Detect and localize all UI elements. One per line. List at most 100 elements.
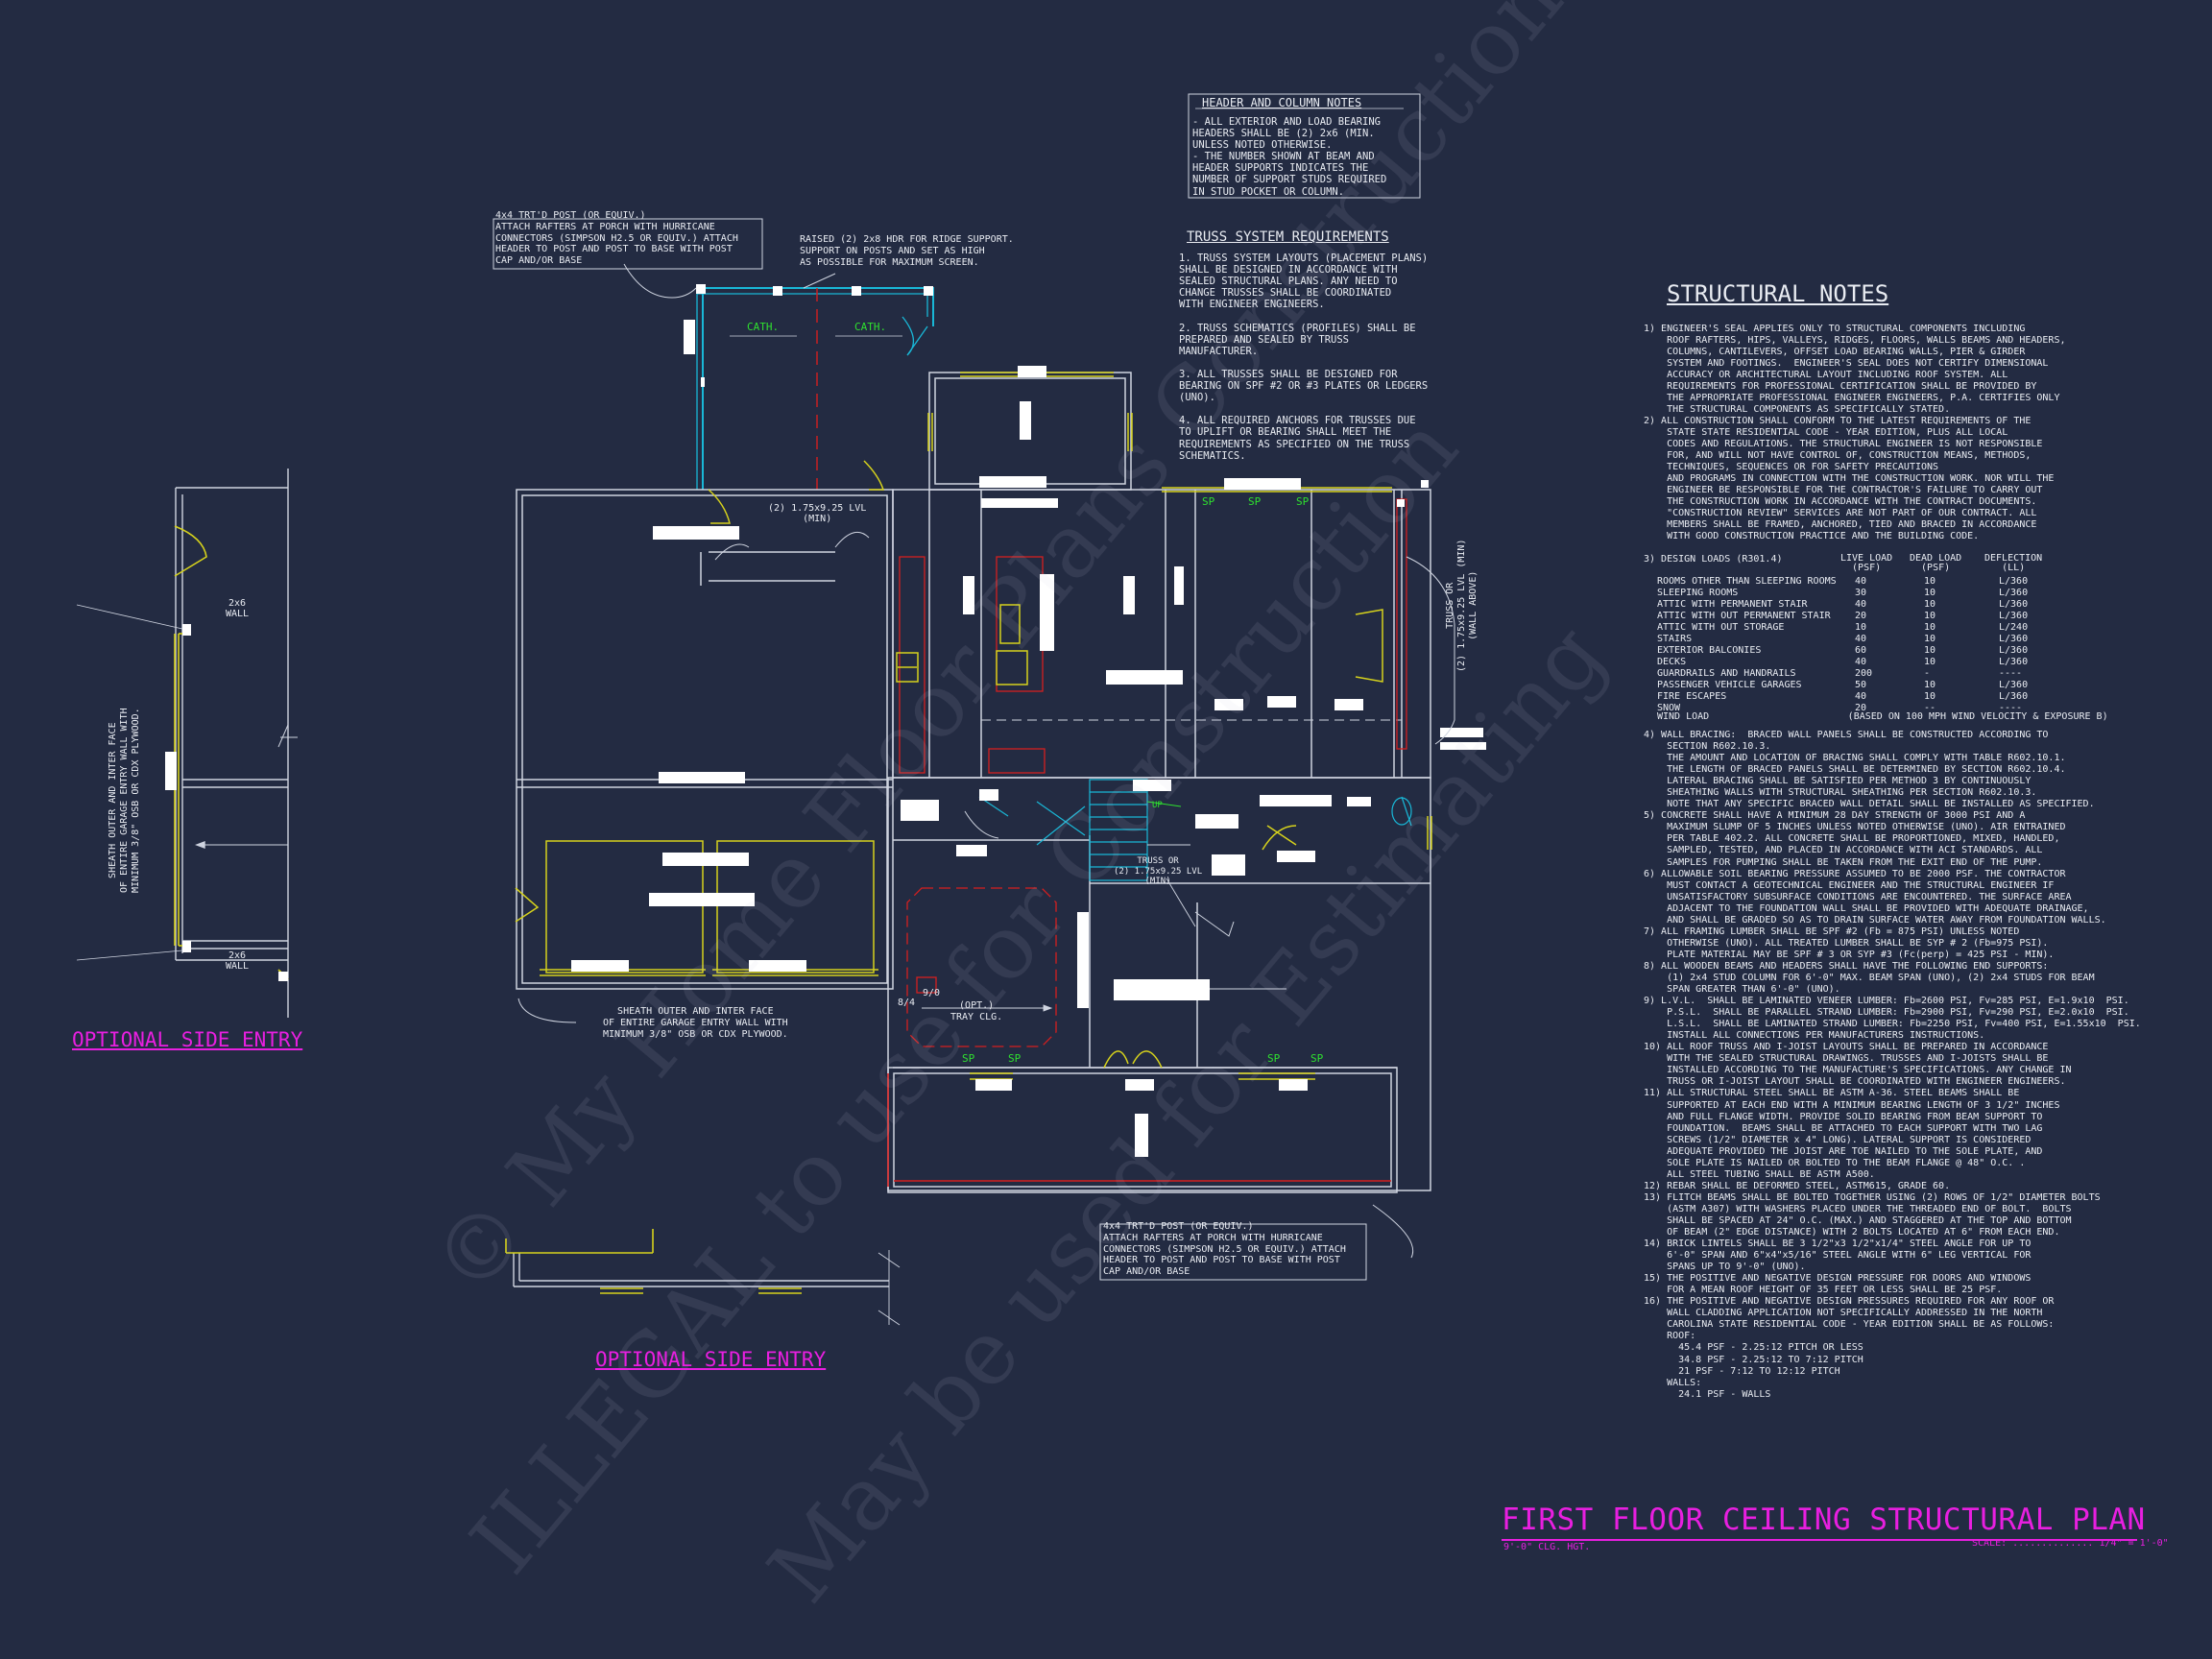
wind-load: WIND LOAD (BASED ON 100 MPH WIND VELOCIT… (1657, 711, 2108, 722)
beam-labels (571, 366, 1486, 1157)
header-column-notes-title: HEADER AND COLUMN NOTES (1202, 96, 1362, 109)
truss-requirement-line: CHANGE TRUSSES SHALL BE COORDINATED (1179, 287, 1392, 300)
structural-note-line: FOR, AND WILL NOT HAVE CONTROL OF, CONST… (1644, 450, 2032, 461)
load-value: 10 (1924, 657, 1936, 667)
truss-requirement-line (1179, 357, 1428, 369)
design-loads-title: 3) DESIGN LOADS (R301.4) (1644, 554, 1783, 565)
load-value: ---- (1999, 703, 2023, 713)
lvl-callout-top: (2) 1.75x9.25 LVL (MIN) (768, 503, 867, 524)
structural-note-line: THE AMOUNT AND LOCATION OF BRACING SHALL… (1644, 753, 2066, 764)
load-value: ---- (1999, 668, 2023, 679)
design-loads-col2-head: DEAD LOAD (PSF) (1910, 553, 1962, 573)
load-value: 10 (1924, 622, 1936, 633)
structural-note-line: ROOF: (1644, 1331, 1696, 1342)
truss-requirement-line: BEARING ON SPF #2 OR #3 PLATES OR LEDGER… (1179, 380, 1429, 393)
structural-note-line: 5) CONCRETE SHALL HAVE A MINIMUM 28 DAY … (1644, 810, 2026, 822)
svg-text:SP: SP (1296, 495, 1310, 508)
structural-note-line: AND PROGRAMS IN CONNECTION WITH THE CONS… (1644, 473, 2055, 484)
load-category: SNOW (1657, 703, 1681, 713)
sheath-callout-side: SHEATH OUTER AND INTER FACE OF ENTIRE GA… (108, 708, 141, 893)
structural-note-line: SAMPLED, TESTED, AND PLACED IN ACCORDANC… (1644, 845, 2043, 856)
load-category: ATTIC WITH OUT PERMANENT STAIR (1657, 611, 1831, 621)
structural-note-line: 4) WALL BRACING: BRACED WALL PANELS SHAL… (1644, 730, 2049, 740)
load-category: FIRE ESCAPES (1657, 691, 1727, 702)
load-value: L/360 (1999, 611, 2029, 621)
load-value: L/360 (1999, 576, 2029, 587)
truss-callout-right: TRUSS OR (2) 1.75x9.25 LVL (MIN) (WALL A… (1445, 539, 1479, 672)
structural-note-line: MEMBERS SHALL BE FRAMED, ANCHORED, TIED … (1644, 519, 2037, 530)
truss-requirement-line: SHALL BE DESIGNED IN ACCORDANCE WITH (1179, 264, 1398, 276)
load-category: DECKS (1657, 657, 1687, 667)
optional-side-entry-left-label: OPTIONAL SIDE ENTRY (72, 1028, 303, 1051)
wall-2x6-label-a: 2x6 WALL (226, 598, 250, 619)
load-value: L/360 (1999, 599, 2029, 610)
sp-marks: SP SP SP SP SP SP SP (962, 495, 1324, 1065)
structural-note-line: TECHNIQUES, SEQUENCES OR FOR SAFETY PREC… (1644, 462, 1939, 472)
cath-label-right: CATH. (854, 321, 887, 333)
structural-note-line: 12) REBAR SHALL BE DEFORMED STEEL, ASTM6… (1644, 1180, 1951, 1191)
load-value: 50 (1855, 680, 1867, 690)
structural-note-line: WALLS: (1644, 1377, 1702, 1388)
post-callout-bottom: 4x4 TRT'D POST (OR EQUIV.) ATTACH RAFTER… (1103, 1221, 1346, 1278)
header-label (165, 752, 177, 790)
structural-note-line: SHALL BE SPACED AT 24" O.C. (MAX.) AND S… (1644, 1214, 2072, 1226)
load-value: 20 (1855, 703, 1867, 713)
side-entry-bottom-yellow (505, 1229, 802, 1294)
load-value: 10 (1924, 611, 1936, 621)
load-value: 200 (1855, 668, 1873, 679)
structural-note-line: 45.4 PSF - 2.25:12 PITCH OR LESS (1644, 1342, 1863, 1354)
structural-note-line: THE CONSTRUCTION WORK IN ACCORDANCE WITH… (1644, 496, 2037, 507)
load-value: 40 (1855, 657, 1867, 667)
structural-note-line: SOLE PLATE IS NAILED OR BOLTED TO THE BE… (1644, 1157, 2026, 1168)
load-value: L/360 (1999, 645, 2029, 656)
load-value: L/360 (1999, 634, 2029, 644)
load-value: 60 (1855, 645, 1867, 656)
structural-note-line: CODES AND REGULATIONS. THE STRUCTURAL EN… (1644, 439, 2043, 449)
truss-requirement-line: PREPARED AND SEALED BY TRUSS (1179, 333, 1350, 346)
structural-note-line: "CONSTRUCTION REVIEW" SERVICES ARE NOT P… (1644, 508, 2037, 518)
header-column-note-line: NUMBER OF SUPPORT STUDS REQUIRED (1192, 174, 1387, 186)
structural-note-line: SPANS UP TO 9'-0" (UNO). (1644, 1262, 1806, 1273)
load-value: 10 (1924, 576, 1936, 587)
structural-note-line: L.S.L. SHALL BE LAMINATED STRAND LUMBER:… (1644, 1019, 2141, 1030)
structural-note-line: 8) ALL WOODEN BEAMS AND HEADERS SHALL HA… (1644, 960, 2049, 972)
structural-note-line: 6) ALLOWABLE SOIL BEARING PRESSURE ASSUM… (1644, 868, 2066, 879)
structural-note-line: (ASTM A307) WITH WASHERS PLACED UNDER TH… (1644, 1203, 2072, 1214)
structural-note-line: ADEQUATE PROVIDED THE JOIST ARE TOE NAIL… (1644, 1145, 2043, 1157)
structural-note-line: INSTALLED ACCORDING TO THE MANUFACTURE'S… (1644, 1065, 2072, 1076)
structural-note-line: OTHERWISE (UNO). ALL TREATED LUMBER SHAL… (1644, 937, 2049, 949)
structural-note-line: 9) L.V.L. SHALL BE LAMINATED VENEER LUMB… (1644, 996, 2129, 1007)
structural-note-line: ROOF RAFTERS, HIPS, VALLEYS, RIDGES, FLO… (1644, 335, 2066, 346)
dimension-9-0: 9/0 (923, 988, 941, 998)
post (182, 624, 191, 636)
structural-note-line: FOR A MEAN ROOF HEIGHT OF 35 FEET OR LES… (1644, 1285, 2003, 1296)
structural-note-line: ENGINEER BE RESPONSIBLE FOR THE CONTRACT… (1644, 485, 2043, 495)
stair-up-label: UP (1152, 801, 1163, 810)
structural-note-line: 10) ALL ROOF TRUSS AND I-JOIST LAYOUTS S… (1644, 1042, 2049, 1053)
structural-note-line: CAROLINA STATE RESIDENTIAL CODE - YEAR E… (1644, 1319, 2055, 1331)
load-value: 10 (1924, 691, 1936, 702)
structural-note-line: 11) ALL STRUCTURAL STEEL SHALL BE ASTM A… (1644, 1088, 2020, 1099)
post (278, 972, 288, 981)
truss-callout-center: TRUSS OR (2) 1.75x9.25 LVL (MIN) (1114, 856, 1203, 886)
design-loads-col3-head: DEFLECTION (LL) (1984, 553, 2043, 573)
truss-requirements-title: TRUSS SYSTEM REQUIREMENTS (1187, 229, 1389, 245)
structural-note-line: 6'-0" SPAN AND 6"x4"x5/16" STEEL ANGLE W… (1644, 1250, 2032, 1262)
side-entry-detail-bottom (513, 1250, 901, 1326)
plan-title: FIRST FLOOR CEILING STRUCTURAL PLAN (1502, 1503, 2146, 1537)
structural-note-line: THE APPROPRIATE PROFESSIONAL ENGINEER EN… (1644, 393, 2060, 403)
header-column-note-line: HEADERS SHALL BE (2) 2x6 (MIN. (1192, 128, 1375, 140)
structural-note-line: SECTION R602.10.3. (1644, 741, 1771, 753)
structural-note-line: SHEATHING WALLS WITH STRUCTURAL SHEATHIN… (1644, 787, 2037, 799)
structural-notes-block1: 1) ENGINEER'S SEAL APPLIES ONLY TO STRUC… (1644, 324, 2066, 542)
structural-note-line: COLUMNS, CANTILEVERS, OFFSET LOAD BEARIN… (1644, 347, 2026, 357)
load-value: L/360 (1999, 680, 2029, 690)
structural-note-line: AND FULL FLANGE WIDTH. PROVIDE SOLID BEA… (1644, 1111, 2043, 1122)
house-walls (516, 372, 1431, 1193)
load-value: 10 (1924, 588, 1936, 598)
structural-note-line: THE STRUCTURAL COMPONENTS AS SPECIFICALL… (1644, 404, 1951, 415)
load-value: 40 (1855, 691, 1867, 702)
truss-requirement-line: SEALED STRUCTURAL PLANS. ANY NEED TO (1179, 276, 1398, 288)
tray-ceiling-label: (OPT.) TRAY CLG. (950, 1000, 1003, 1022)
